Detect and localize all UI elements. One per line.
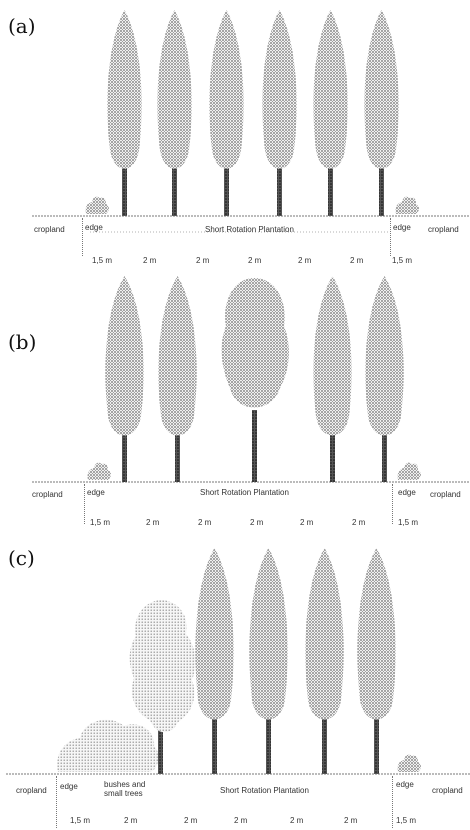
dimension-label: 2 m	[300, 518, 313, 527]
dimension-label: 1,5 m	[392, 256, 412, 265]
edge-left-label: edge	[87, 488, 105, 497]
edge-left-label: edge	[60, 782, 78, 791]
poplar-tree-1	[195, 548, 233, 774]
edge-shrub-right	[396, 197, 419, 214]
poplar-tree-1	[105, 276, 143, 482]
cropland-left-label: cropland	[16, 786, 47, 795]
edge-right-label: edge	[396, 780, 414, 789]
edge-right-label: edge	[393, 223, 411, 232]
poplar-tree-4	[357, 548, 395, 774]
dimension-label: 2 m	[234, 816, 247, 825]
plantation-label: Short Rotation Plantation	[220, 786, 309, 795]
cropland-right-label: cropland	[428, 225, 459, 234]
poplar-tree-1	[107, 10, 141, 216]
dimension-label: 2 m	[250, 518, 263, 527]
dimension-label: 1,5 m	[90, 518, 110, 527]
dimension-label: 2 m	[352, 518, 365, 527]
zone-divider	[392, 776, 393, 828]
plantation-scene	[0, 270, 470, 540]
plantation-label: Short Rotation Plantation	[200, 488, 289, 497]
dimension-label: 2 m	[124, 816, 137, 825]
dimension-label: 2 m	[298, 256, 311, 265]
panel-b: (b) cropland edge Short Rotation Plantat…	[0, 270, 470, 540]
dimension-label: 2 m	[350, 256, 363, 265]
edge-shrub-left	[88, 463, 111, 480]
panel-c: (c) cropland edge bushes and small trees…	[0, 540, 470, 830]
broad-tree	[222, 278, 289, 482]
dimension-label: 2 m	[248, 256, 261, 265]
zone-divider	[392, 484, 393, 524]
dimension-label: 2 m	[146, 518, 159, 527]
dimension-label: 2 m	[344, 816, 357, 825]
poplar-tree-3	[209, 10, 243, 216]
edge-left-label: edge	[85, 223, 103, 232]
shrubs-label: bushes and small trees	[104, 780, 148, 798]
poplar-tree-2	[158, 276, 196, 482]
poplar-tree-2	[157, 10, 191, 216]
zone-divider	[82, 218, 83, 256]
poplar-tree-6	[364, 10, 398, 216]
poplar-tree-5	[313, 10, 347, 216]
dimension-label: 1,5 m	[398, 518, 418, 527]
dimension-label: 2 m	[143, 256, 156, 265]
panel-a: (a) cropland edge Short Rotation Plantat…	[0, 0, 470, 270]
zone-divider	[390, 218, 391, 256]
dimension-label: 2 m	[290, 816, 303, 825]
cropland-left-label: cropland	[34, 225, 65, 234]
edge-shrub-right	[398, 755, 421, 772]
zone-divider	[56, 776, 57, 828]
cropland-right-label: cropland	[432, 786, 463, 795]
poplar-tree-3	[305, 548, 343, 774]
poplar-tree-2	[249, 548, 287, 774]
dimension-label: 1,5 m	[396, 816, 416, 825]
zone-divider	[84, 484, 85, 524]
dimension-label: 2 m	[184, 816, 197, 825]
edge-shrub-right	[398, 463, 421, 480]
dimension-label: 1,5 m	[70, 816, 90, 825]
edge-shrub-left	[86, 197, 109, 214]
edge-right-label: edge	[398, 488, 416, 497]
dimension-label: 2 m	[196, 256, 209, 265]
poplar-tree-4	[262, 10, 296, 216]
bush-shrub	[57, 720, 158, 772]
dimension-label: 1,5 m	[92, 256, 112, 265]
poplar-tree-4	[365, 276, 403, 482]
dimension-label: 2 m	[198, 518, 211, 527]
poplar-tree-3	[313, 276, 351, 482]
cropland-right-label: cropland	[430, 490, 461, 499]
plantation-label: Short Rotation Plantation	[205, 225, 294, 234]
cropland-left-label: cropland	[32, 490, 63, 499]
